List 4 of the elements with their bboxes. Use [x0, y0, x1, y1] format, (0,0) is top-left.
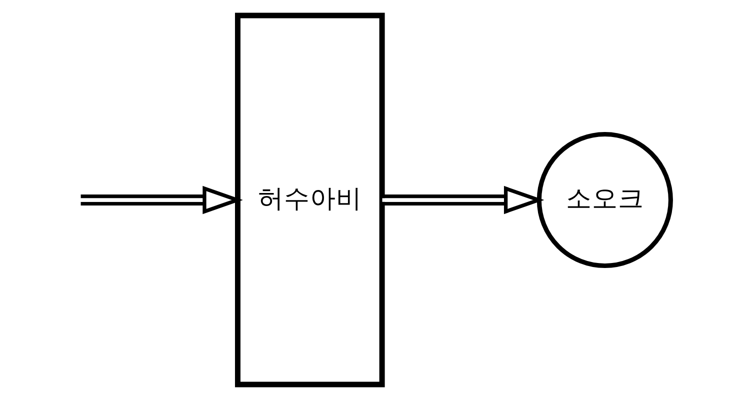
node-circle: 소오크: [536, 132, 673, 268]
arrow: [80, 186, 243, 214]
arrow: [382, 186, 544, 214]
node-box: 허수아비: [234, 12, 385, 388]
